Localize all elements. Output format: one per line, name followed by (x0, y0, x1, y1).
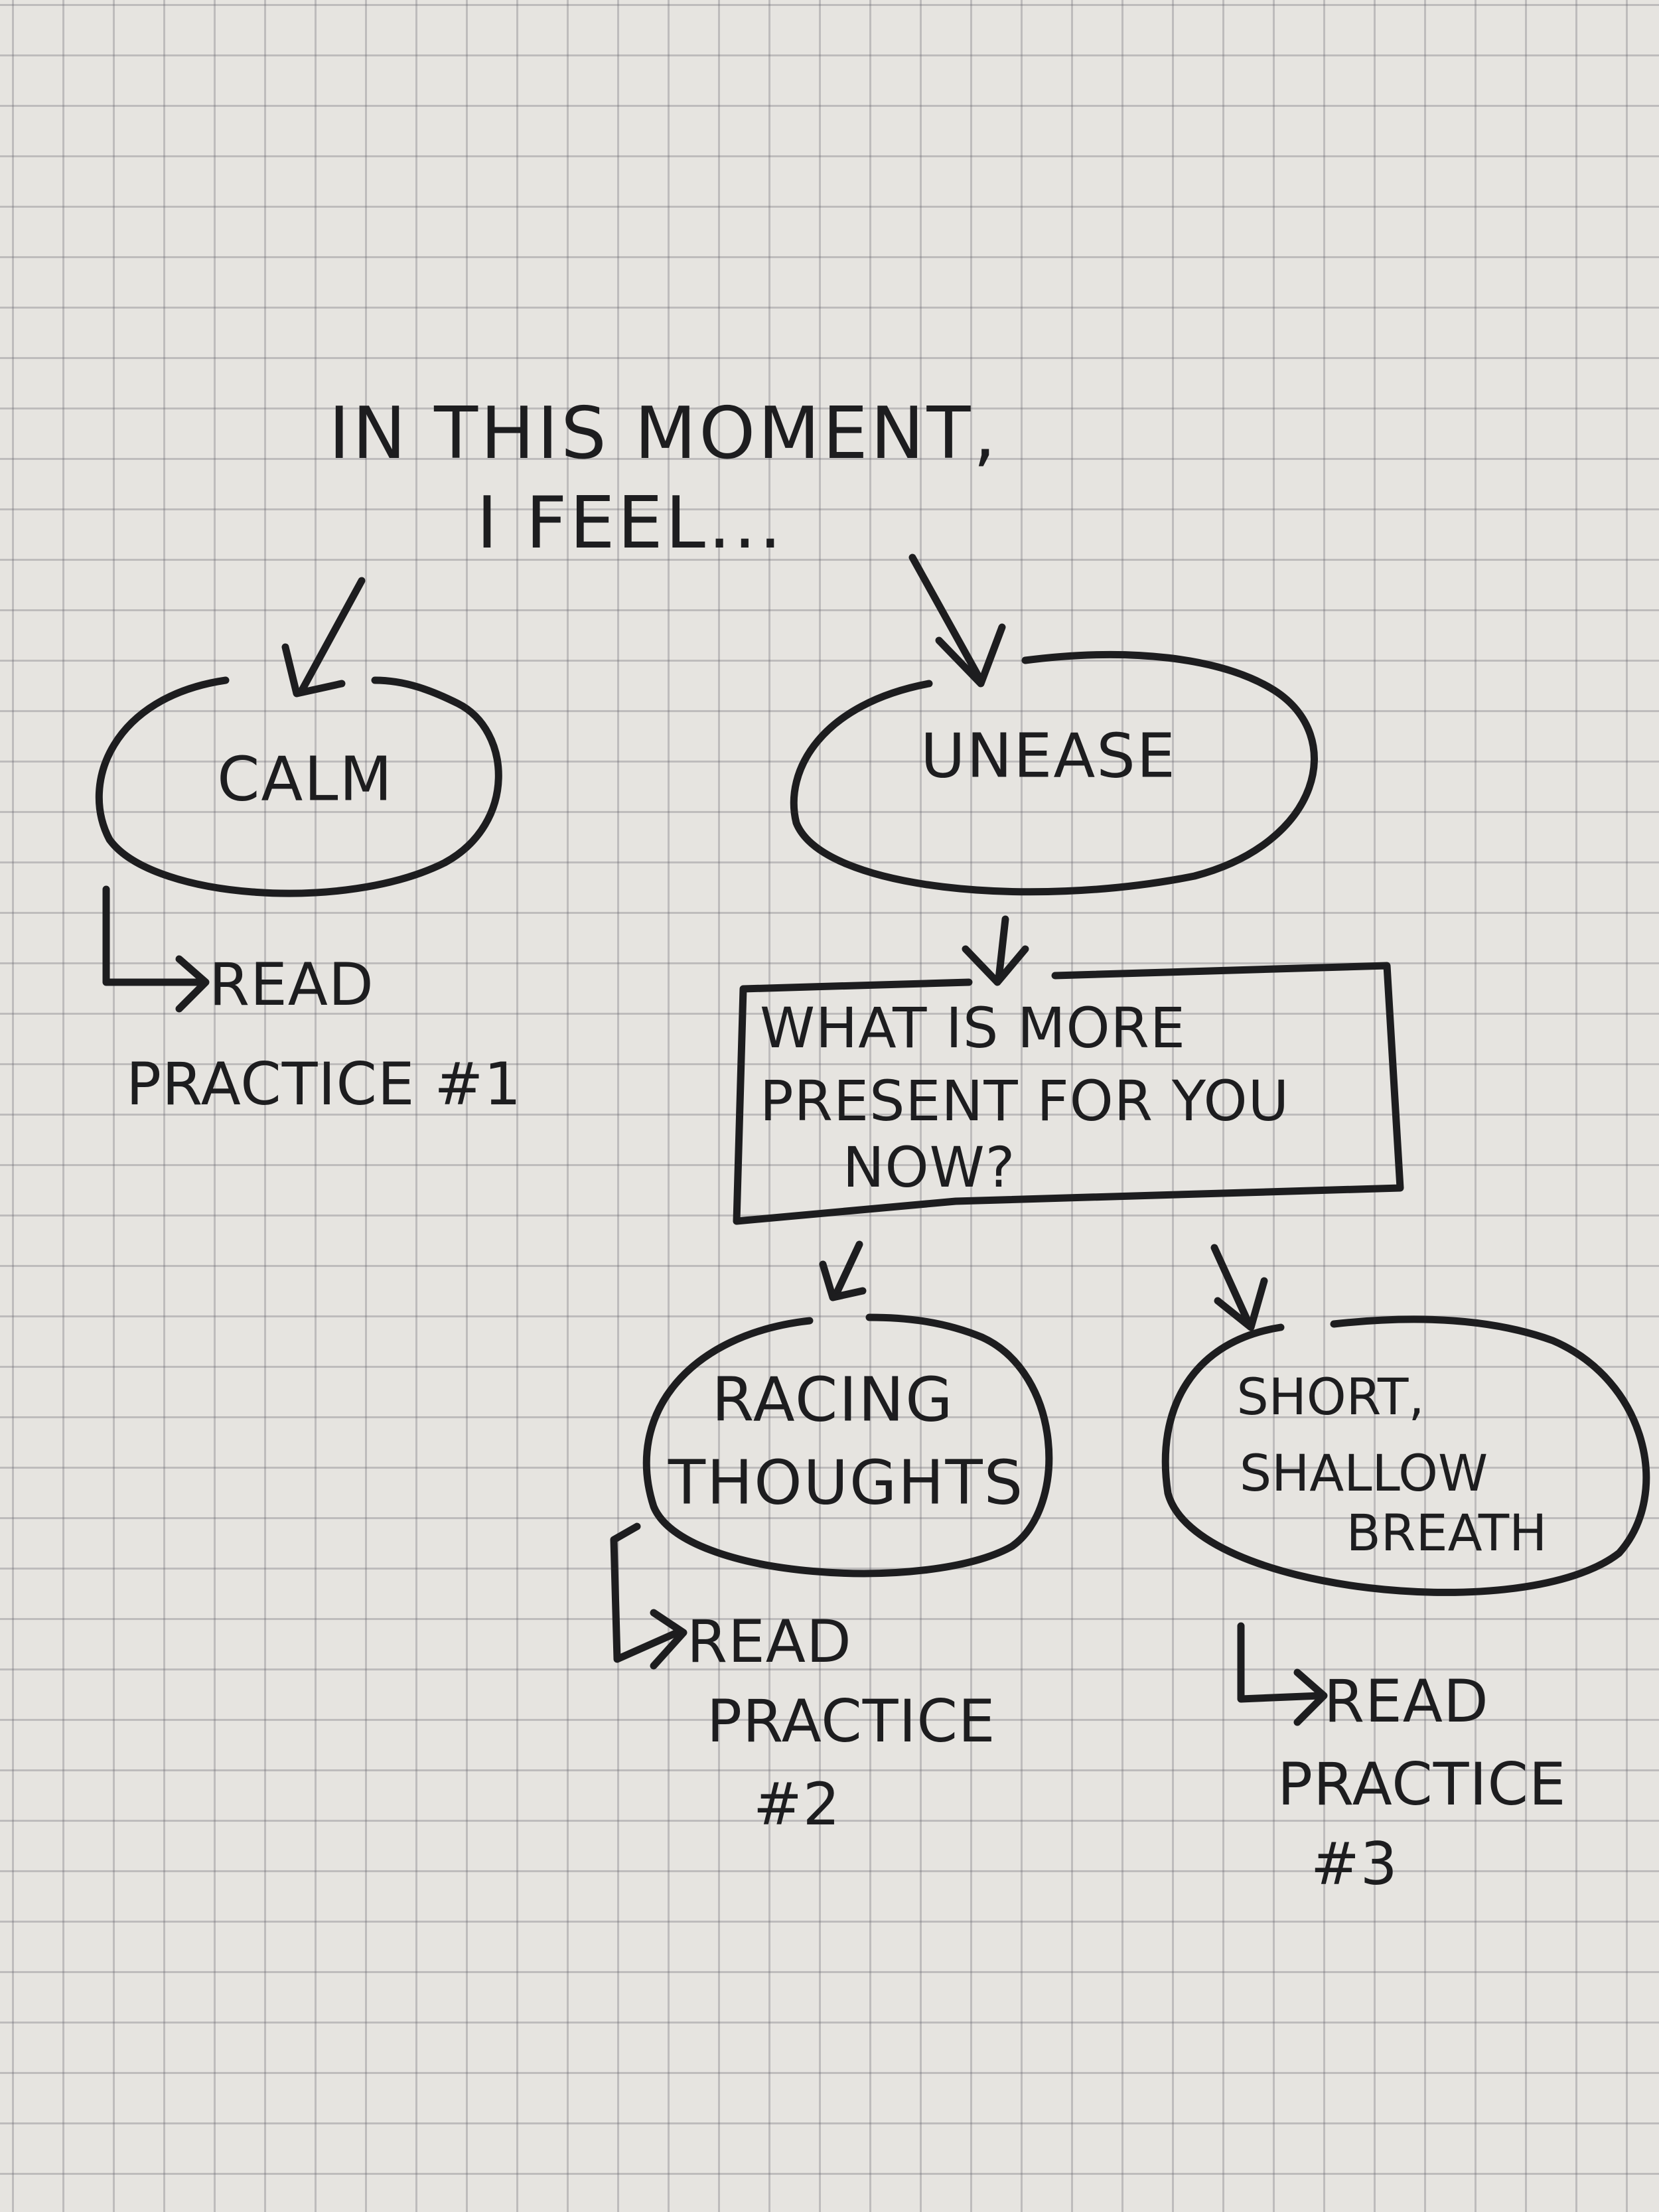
practice-2-number: #2 (753, 1770, 841, 1838)
node-unease: UNEASE (790, 650, 1318, 896)
heading: IN THIS MOMENT, I FEEL... (328, 392, 999, 565)
node-calm: CALM (95, 676, 502, 897)
node-racing-thoughts: RACING THOUGHTS (642, 1313, 1053, 1578)
node-short-shallow-breath: SHORT, SHALLOW BREATH (1161, 1315, 1650, 1596)
question-line-2: PRESENT FOR YOU (760, 1069, 1289, 1134)
practice-1-label: PRACTICE #1 (126, 1050, 522, 1118)
breath-line-3: BREATH (1346, 1503, 1548, 1562)
instruction-practice-1: READ PRACTICE #1 (102, 885, 522, 1118)
practice-3-read: READ (1324, 1667, 1489, 1735)
practice-2-label: PRACTICE (707, 1687, 996, 1755)
practice-3-label: PRACTICE (1277, 1750, 1567, 1818)
practice-1-read: READ (209, 950, 374, 1019)
racing-line-1: RACING (712, 1364, 954, 1435)
question-box: WHAT IS MORE PRESENT FOR YOU NOW? (733, 962, 1404, 1225)
arrow-to-calm (281, 577, 366, 698)
question-line-1: WHAT IS MORE (760, 995, 1186, 1061)
heading-line-1: IN THIS MOMENT, (328, 392, 999, 475)
arrow-to-unease (908, 553, 1006, 688)
node-calm-label: CALM (217, 743, 394, 814)
practice-2-read: READ (687, 1607, 852, 1676)
breath-line-2: SHALLOW (1240, 1443, 1488, 1503)
arrow-to-racing (819, 1240, 867, 1301)
racing-line-2: THOUGHTS (668, 1447, 1024, 1518)
node-unease-label: UNEASE (920, 720, 1177, 791)
instruction-practice-2: READ PRACTICE #2 (610, 1522, 996, 1838)
heading-line-2: I FEEL... (476, 482, 784, 565)
breath-line-1: SHORT, (1236, 1367, 1424, 1426)
question-line-3: NOW? (843, 1135, 1016, 1200)
practice-3-number: #3 (1311, 1830, 1398, 1898)
instruction-practice-3: READ PRACTICE #3 (1237, 1622, 1567, 1898)
arrow-to-question (962, 915, 1029, 986)
arrow-to-breath (1210, 1244, 1268, 1331)
